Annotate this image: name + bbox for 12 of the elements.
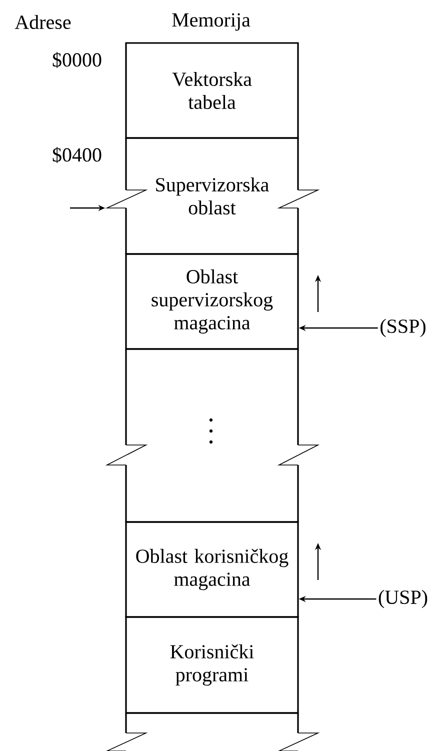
column-heading: Adrese <box>14 14 71 30</box>
address-label: $0400 <box>52 147 102 163</box>
memory-block: Supervizorska oblast <box>105 137 320 255</box>
memory-block: Korisnički programi <box>125 616 299 714</box>
memory-block: Oblast korisničkog magacina <box>125 521 299 618</box>
memory-block: Oblast supervizorskog magacina <box>125 253 299 350</box>
memory-block <box>105 348 320 523</box>
memory-block: Vektorska tabela <box>125 42 299 139</box>
memory-block <box>105 712 320 751</box>
pointer-label: (USP) <box>378 590 428 608</box>
address-label: $0000 <box>52 52 102 68</box>
pointer-label: (SSP) <box>380 318 426 338</box>
